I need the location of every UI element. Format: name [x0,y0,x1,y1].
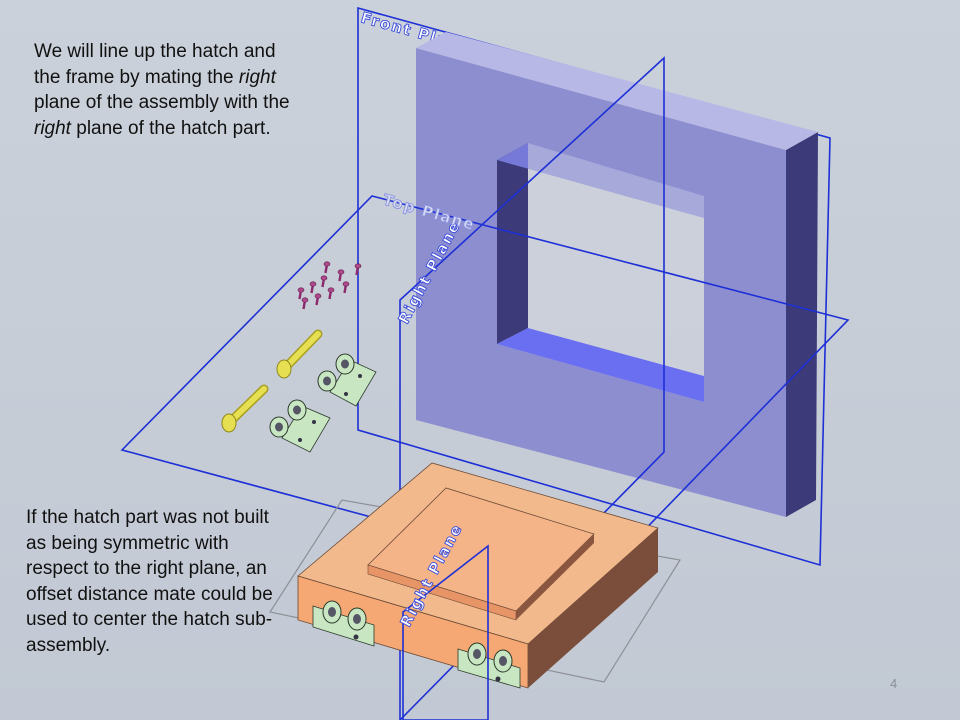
frame-front-face [416,48,786,517]
caption-top-line-4: plane of the hatch part. [70,117,271,139]
hatch-side-face [528,528,658,688]
hatch-hinge-left [312,600,375,647]
caption-bottom: If the hatch part was not built as being… [26,507,273,656]
caption-top-emphasis-2: right [34,117,71,139]
rivets [297,261,362,310]
hatch-boss-side [516,534,594,620]
page-number: 4 [890,676,898,691]
loose-hinge-lower [269,399,331,453]
bolt-lower [221,384,269,433]
frame-opening-bottom-face [497,328,704,402]
caption-top-line-2: the frame by mating the [34,66,239,88]
rivet [323,261,331,274]
loose-hinge-upper [317,353,377,407]
frame-opening-left-face [497,143,528,344]
bolt-upper [276,329,323,379]
rivet [320,275,328,288]
rivet [342,281,350,294]
frame-side-face [786,132,818,517]
rivet [314,293,322,306]
rivet [327,287,335,300]
caption-top-emphasis-1: right [238,66,276,88]
hatch-hinge-right [457,642,521,689]
frame-top-face [416,32,818,150]
caption-top-line-3: plane of the assembly with the [34,92,290,113]
right-plane-lower-outline [402,544,489,720]
hatch-assembly [269,462,681,689]
caption-top-line-1: We will line up the hatch and [34,41,276,62]
rivet [301,297,309,310]
rivet [297,287,305,300]
caption-top: We will line up the hatch and the frame … [34,39,344,141]
rivet [337,269,345,282]
rivet [309,281,317,294]
rivet [354,263,362,276]
